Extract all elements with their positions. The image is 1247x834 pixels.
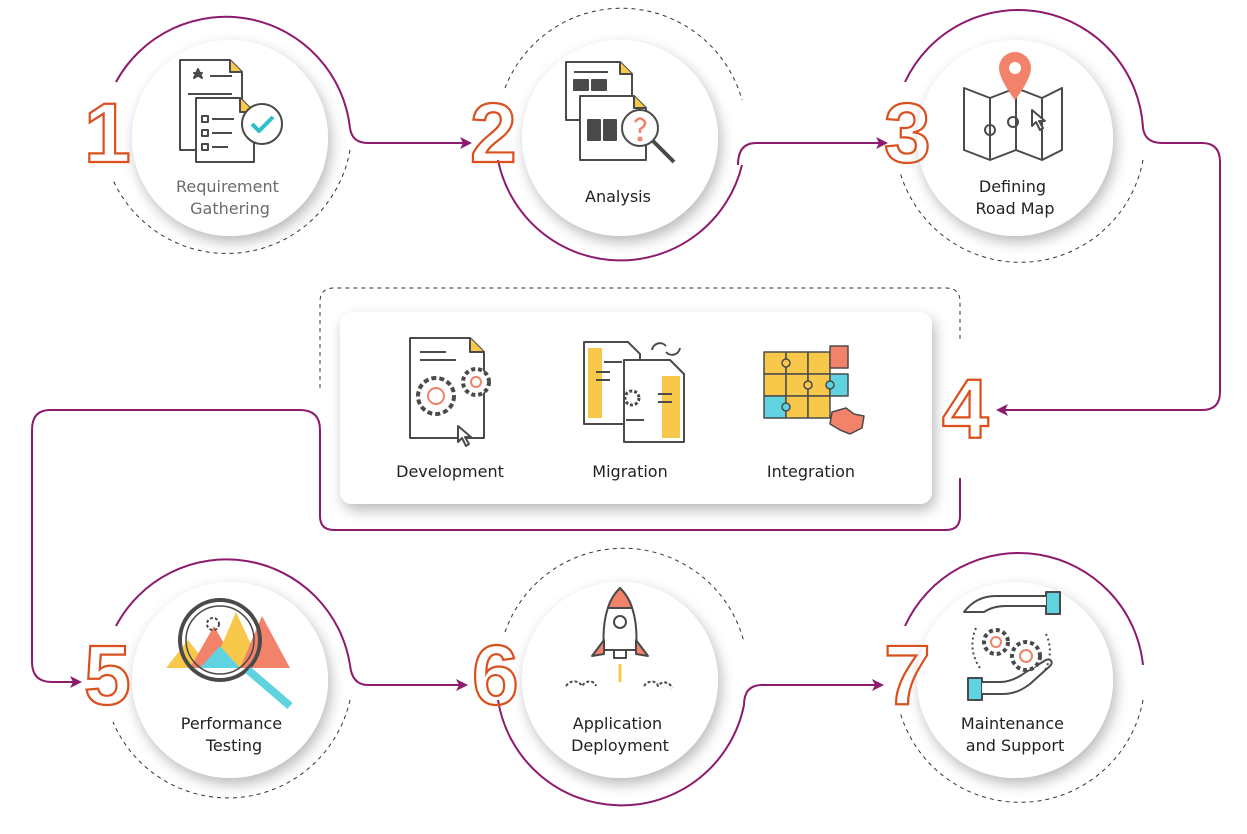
step-1-number: 1 [84,86,131,180]
step-2-number: 2 [470,86,517,180]
step-4-solid-frame [319,430,961,531]
step-6: 6 Application Deployment [471,547,745,807]
step-5-label: Performance Testing [181,714,287,755]
connector-2-to-3 [737,137,888,166]
step-3-solid-arc [904,9,1144,129]
step-1-label: Requirement Gathering [176,177,284,218]
step-7-dashed-arc [899,699,1144,803]
step-2-label: Analysis [585,187,651,206]
roadmap-pin-icon [963,52,1063,161]
connector-4-to-5 [31,409,321,688]
step-7-label: Maintenance and Support [961,714,1069,755]
integration-label: Integration [767,462,855,481]
performance-chart-magnifier-icon [166,598,293,710]
rocket-launch-icon [565,587,673,689]
step-2-solid-arc [497,159,743,262]
development-label: Development [396,462,504,481]
step-1: 1 Requirement Gathering [83,15,351,254]
step-4: 4 Development [319,287,990,531]
step-4-number: 4 [942,362,989,456]
step-3-label: Defining Road Map [976,177,1055,218]
puzzle-pieces-icon [763,345,865,435]
step-2: 2 Analysis [469,7,743,262]
step-5-number: 5 [84,628,131,722]
step-7-solid-arc [904,552,1144,666]
step-4-dashed-frame [319,287,961,388]
analysis-magnifier-icon [565,61,676,164]
step-2-dashed-arc [504,7,743,101]
hands-gears-icon [963,591,1061,701]
step-7-number: 7 [884,628,931,722]
step-5: 5 Performance Testing [83,558,351,799]
connector-3-to-4 [996,127,1221,416]
step-6-label: Application Deployment [571,714,669,755]
step-7: 7 Maintenance and Support [883,552,1144,803]
step-3-number: 3 [884,86,931,180]
connector-6-to-7 [743,679,884,706]
step-3: 3 Defining Road Map [883,9,1144,263]
step-3-dashed-arc [899,159,1144,263]
step-1-solid-arc [115,15,351,129]
document-gears-cursor-icon [409,337,491,447]
requirements-checklist-icon [179,59,283,163]
migration-label: Migration [592,462,667,481]
connector-5-to-6 [349,664,468,691]
connector-1-to-2 [349,127,472,149]
document-transfer-icon [583,341,685,443]
connectors [31,127,1221,706]
step-5-solid-arc [115,558,351,666]
step-6-solid-arc [497,699,745,807]
step-6-number: 6 [472,628,519,722]
